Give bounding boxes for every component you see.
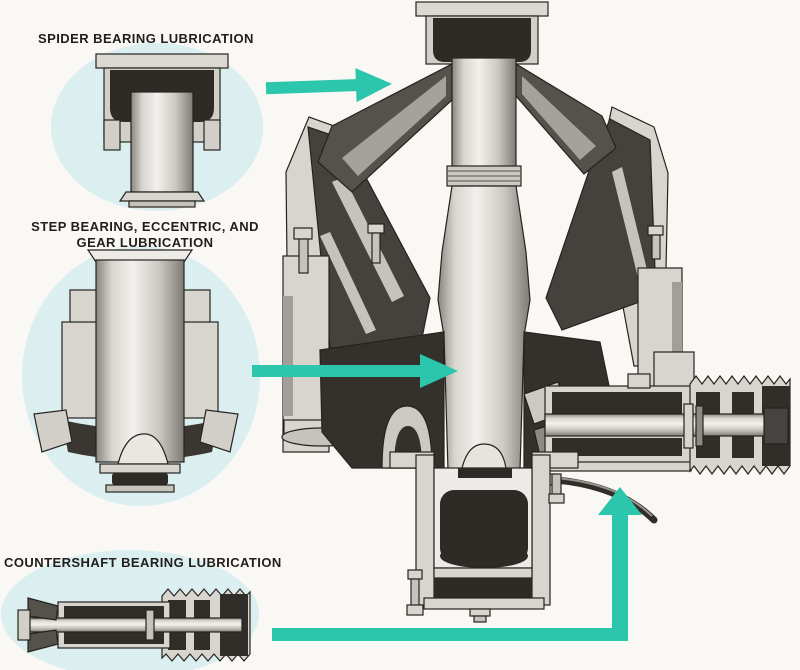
bottom-gear-housing [389,443,579,623]
callout-label-spider-bearing: SPIDER BEARING LUBRICATION [38,31,254,46]
detail-spider-bearing [95,53,229,208]
bowl-bolt [367,223,385,264]
callout-label-countershaft-bearing: COUNTERSHAFT BEARING LUBRICATION [4,555,282,570]
step-lubrication-arrow [252,354,458,388]
spider-arms [317,62,617,193]
countershaft [544,403,789,449]
detail-countershaft-bearing [17,588,251,662]
detail-step-bearing [33,249,239,493]
spider-lubrication-arrow [265,68,392,103]
crusher-cross-section [281,1,791,623]
spider-cap [415,1,549,65]
main-shaft [437,57,531,471]
callout-label-step-bearing: STEP BEARING, ECCENTRIC, AND GEAR LUBRIC… [31,219,259,250]
